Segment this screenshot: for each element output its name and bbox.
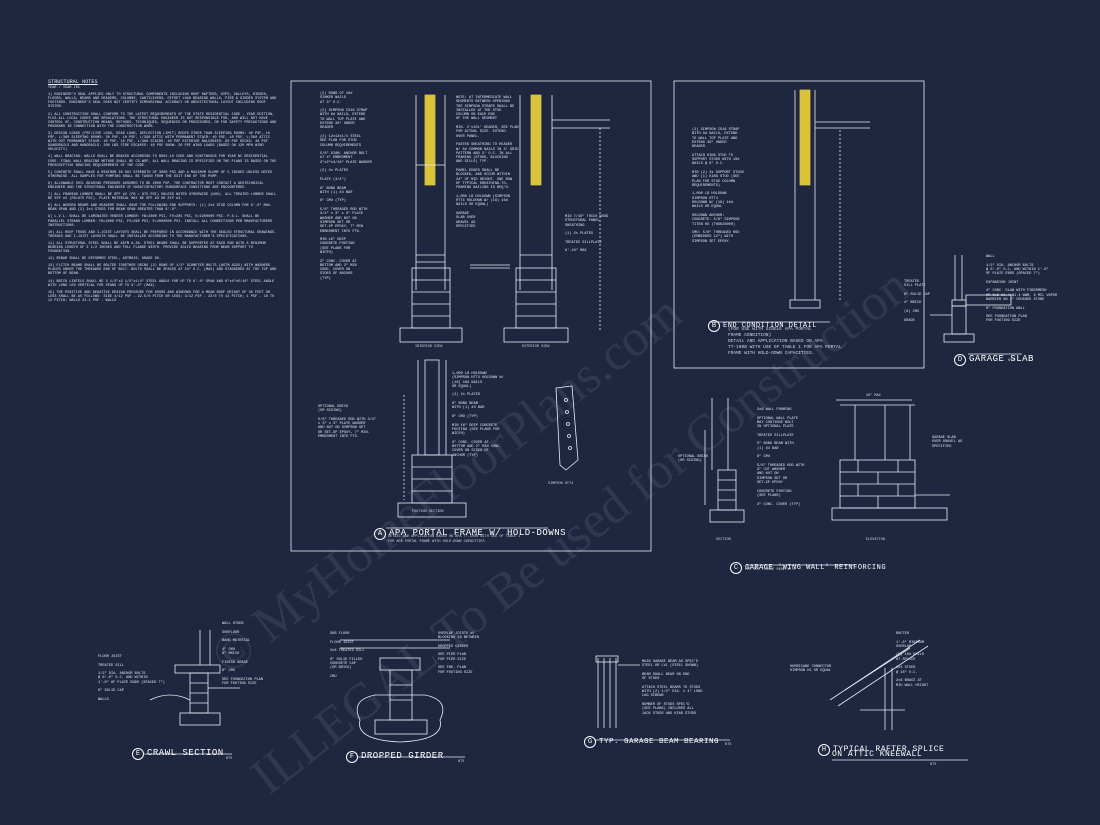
detail-c-section-label: SECTION	[716, 538, 731, 542]
notes-paragraph: 7) ALL FRAMING LUMBER SHALL BE SPF #2 (F…	[48, 193, 279, 202]
detail-a-interior-view-label: INTERIOR VIEW	[415, 345, 443, 349]
detail-a-left-callouts: (2) ROWS OF 16d SINKER NAILS AT 3" O.C. …	[320, 92, 372, 281]
notes-title: STRUCTURAL NOTES	[48, 79, 98, 85]
detail-h-left-callouts: HURRICANE CONNECTOR SIMPSON H1 OR EQUAL	[790, 665, 831, 674]
detail-d-left-callouts: TREATED SILL PLATE 8" SOLID CAP 4" BRICK…	[904, 280, 930, 323]
detail-d-title: GARAGE SLAB	[969, 354, 1034, 364]
detail-a-lower-left-callouts: OPTIONAL BRICK (OR SIDING) 5/8" THREADED…	[318, 405, 377, 440]
detail-a-letter: A	[374, 528, 386, 540]
detail-a-simpson-label: SIMPSON HTT4	[548, 482, 574, 486]
detail-c-right-callouts: GARAGE SLAB OVER GRAVEL AS SPECIFIED	[932, 436, 963, 449]
notes-paragraph: 11) ALL STRUCTURAL STEEL SHALL BE ASTM A…	[48, 241, 268, 255]
detail-c-dimension: 48" MAX	[866, 394, 881, 398]
detail-b-callouts: (2) SIMPSON CS16 STRAP WITH 8d NAILS, EX…	[692, 128, 744, 244]
detail-b-border	[673, 80, 925, 369]
detail-e-right-callouts: WALL STUDS SUBFLOOR BAND MATERIAL 4" CMU…	[222, 622, 263, 687]
detail-d-right-callouts: WALL 1/2" DIA. ANCHOR BOLTS @ 6'-0" O.C.…	[986, 255, 1058, 324]
detail-h-scale: NTS	[930, 763, 937, 767]
detail-g-title: TYP. GARAGE BEAM BEARING	[599, 738, 720, 746]
detail-c-mid-callouts: 2x6 WALL FRAMING OPTIONAL WALL PLATE MAY…	[757, 408, 805, 507]
notes-paragraph: 12) REBAR SHALL BE DEFORMED STEEL, ASTM6…	[48, 257, 162, 262]
detail-c-letter: C	[730, 562, 742, 574]
detail-a-footing-label: FOOTING SECTION	[412, 510, 444, 514]
detail-g-callouts: MAIN GARAGE BEAM AS SPEC'D STEEL OR LVL …	[642, 660, 703, 716]
detail-f-girder	[340, 639, 450, 743]
detail-b-title: END CONDITION DETAIL	[723, 322, 818, 330]
detail-a-lower-callouts: 1,000 LB HOLDOWN (SIMPSON HTT4 HOLDOWN W…	[452, 372, 504, 458]
detail-f-right-callouts: OVERLAP JOISTS W/ BLOCKING IN BETWEEN DR…	[438, 632, 479, 675]
detail-c-elevation-label: ELEVATION	[866, 538, 885, 542]
detail-a-sub2: FOR APA PORTAL FRAME WITH HOLD-DOWN CAPA…	[388, 540, 485, 544]
detail-e-letter: E	[132, 748, 144, 760]
detail-f-title: DROPPED GIRDER	[361, 751, 444, 761]
detail-c-title: GARAGE 'WING WALL' REINFORCING	[745, 564, 887, 572]
notes-paragraph: 13) FLITCH BEAMS SHALL BE BOLTED TOGETHE…	[48, 264, 279, 277]
detail-a-right-callouts: MIN 7/16" THICK WOOD STRUCTURAL PANEL SH…	[565, 215, 609, 254]
detail-d-scale: NTS	[1008, 359, 1015, 363]
notes-paragraph: 3) DESIGN LOADS (PSF/LIVE LOAD, DEAD LOA…	[48, 131, 273, 153]
detail-e-crawl	[149, 630, 240, 726]
detail-c-elevation	[831, 399, 950, 521]
structural-notes: STRUCTURAL NOTES YEAR / YEAR IRC 1) ENGI…	[48, 79, 279, 306]
detail-h-letter: H	[818, 744, 830, 756]
detail-a-footing-section	[397, 359, 467, 518]
detail-a-interior-wall	[399, 94, 510, 343]
detail-b-sub2: FRAME CONDITION)	[728, 333, 772, 338]
detail-e-title: CRAWL SECTION	[147, 748, 224, 758]
detail-c-sub: PER IRC FIGURE R602.10.1	[745, 568, 796, 572]
notes-paragraph: 9) L.V.L. SHALL BE LAMINATED VENEER LUMB…	[48, 215, 275, 228]
notes-code-line: YEAR / YEAR IRC	[48, 86, 81, 91]
detail-b-wall	[789, 89, 870, 309]
detail-b-sub3: DETAIL AND APPLICATION BASED ON APA	[728, 339, 823, 344]
detail-a-title: APA PORTAL FRAME W/ HOLD-DOWNS	[389, 528, 567, 538]
notes-paragraph: 4) WALL BRACING: WALLS SHALL BE BRACED A…	[48, 155, 279, 168]
detail-f-letter: F	[346, 751, 358, 763]
notes-paragraph: 14) BRICK LINTELS SHALL BE 3 1/2"x3 1/2"…	[48, 279, 277, 288]
detail-b-sub4: TT-100B WITH USE OF TABLE 1 FOR APA PORT…	[728, 345, 842, 350]
notes-paragraph: 5) CONCRETE SHALL HAVE A MINIMUM 28 DAY …	[48, 170, 275, 179]
detail-c-section	[704, 398, 745, 523]
notes-paragraph: 8) ALL WOODEN BEAMS AND HEADERS SHALL HA…	[48, 204, 275, 213]
detail-d-slab	[930, 255, 1012, 343]
detail-a-sub1: DETAIL AND APPLICATION BASED ON APA TT-1…	[388, 535, 521, 539]
detail-g-beam	[595, 655, 640, 728]
detail-h-right-callouts: RAFTER 1'-6" MINIMUM OVERLAP (5) 10d NAI…	[896, 632, 929, 688]
notes-paragraph: 6) ALLOWABLE SOIL BEARING PRESSURE ASSUM…	[48, 181, 266, 190]
detail-h-title: TYPICAL RAFTER SPLICE	[833, 745, 945, 754]
detail-b-sub1: (FOR USE WITH SINGLE APA PORTAL	[728, 327, 812, 332]
notes-paragraph: 1) ENGINEER'S SEAL APPLIES ONLY TO STRUC…	[48, 93, 279, 110]
detail-b-sub5: FRAME WITH HOLD-DOWN CAPACITIES.	[728, 351, 815, 356]
notes-paragraph: 2) ALL CONSTRUCTION SHALL CONFORM TO THE…	[48, 112, 279, 129]
detail-h-rafter	[829, 639, 929, 730]
detail-h-title2: ON ATTIC KNEEWALL	[832, 750, 923, 759]
detail-g-scale: NTS	[725, 743, 732, 747]
detail-g-letter: G	[584, 736, 596, 748]
detail-b-letter: B	[708, 320, 720, 332]
detail-a-border	[290, 80, 652, 552]
detail-d-letter: D	[954, 354, 966, 366]
detail-c-left-callouts: OPTIONAL BRICK (OR SIDING)	[678, 455, 709, 464]
detail-e-left-callouts: FLOOR JOIST TREATED SILL 1/2" DIA. ANCHO…	[98, 655, 165, 702]
simpson-htt4-sketch	[555, 385, 579, 471]
detail-f-left-callouts: SUB FLOOR FLOOR JOIST 2x6 TREATED SILL 8…	[330, 632, 365, 679]
detail-e-scale: NTS	[226, 757, 233, 761]
notes-paragraph: 10) ALL ROOF TRUSS AND I-JOIST LAYOUTS S…	[48, 230, 279, 239]
detail-a-exterior-view-label: EXTERIOR VIEW	[522, 345, 550, 349]
detail-a-exterior-wall	[503, 94, 610, 343]
detail-f-scale: NTS	[458, 760, 465, 764]
detail-a-mid-callouts: NOTE: AT INTERMEDIATE WALL SEGMENTS BETW…	[456, 96, 519, 229]
notes-paragraph: 15) THE POSITIVE AND NEGATIVE DESIGN PRE…	[48, 290, 277, 303]
